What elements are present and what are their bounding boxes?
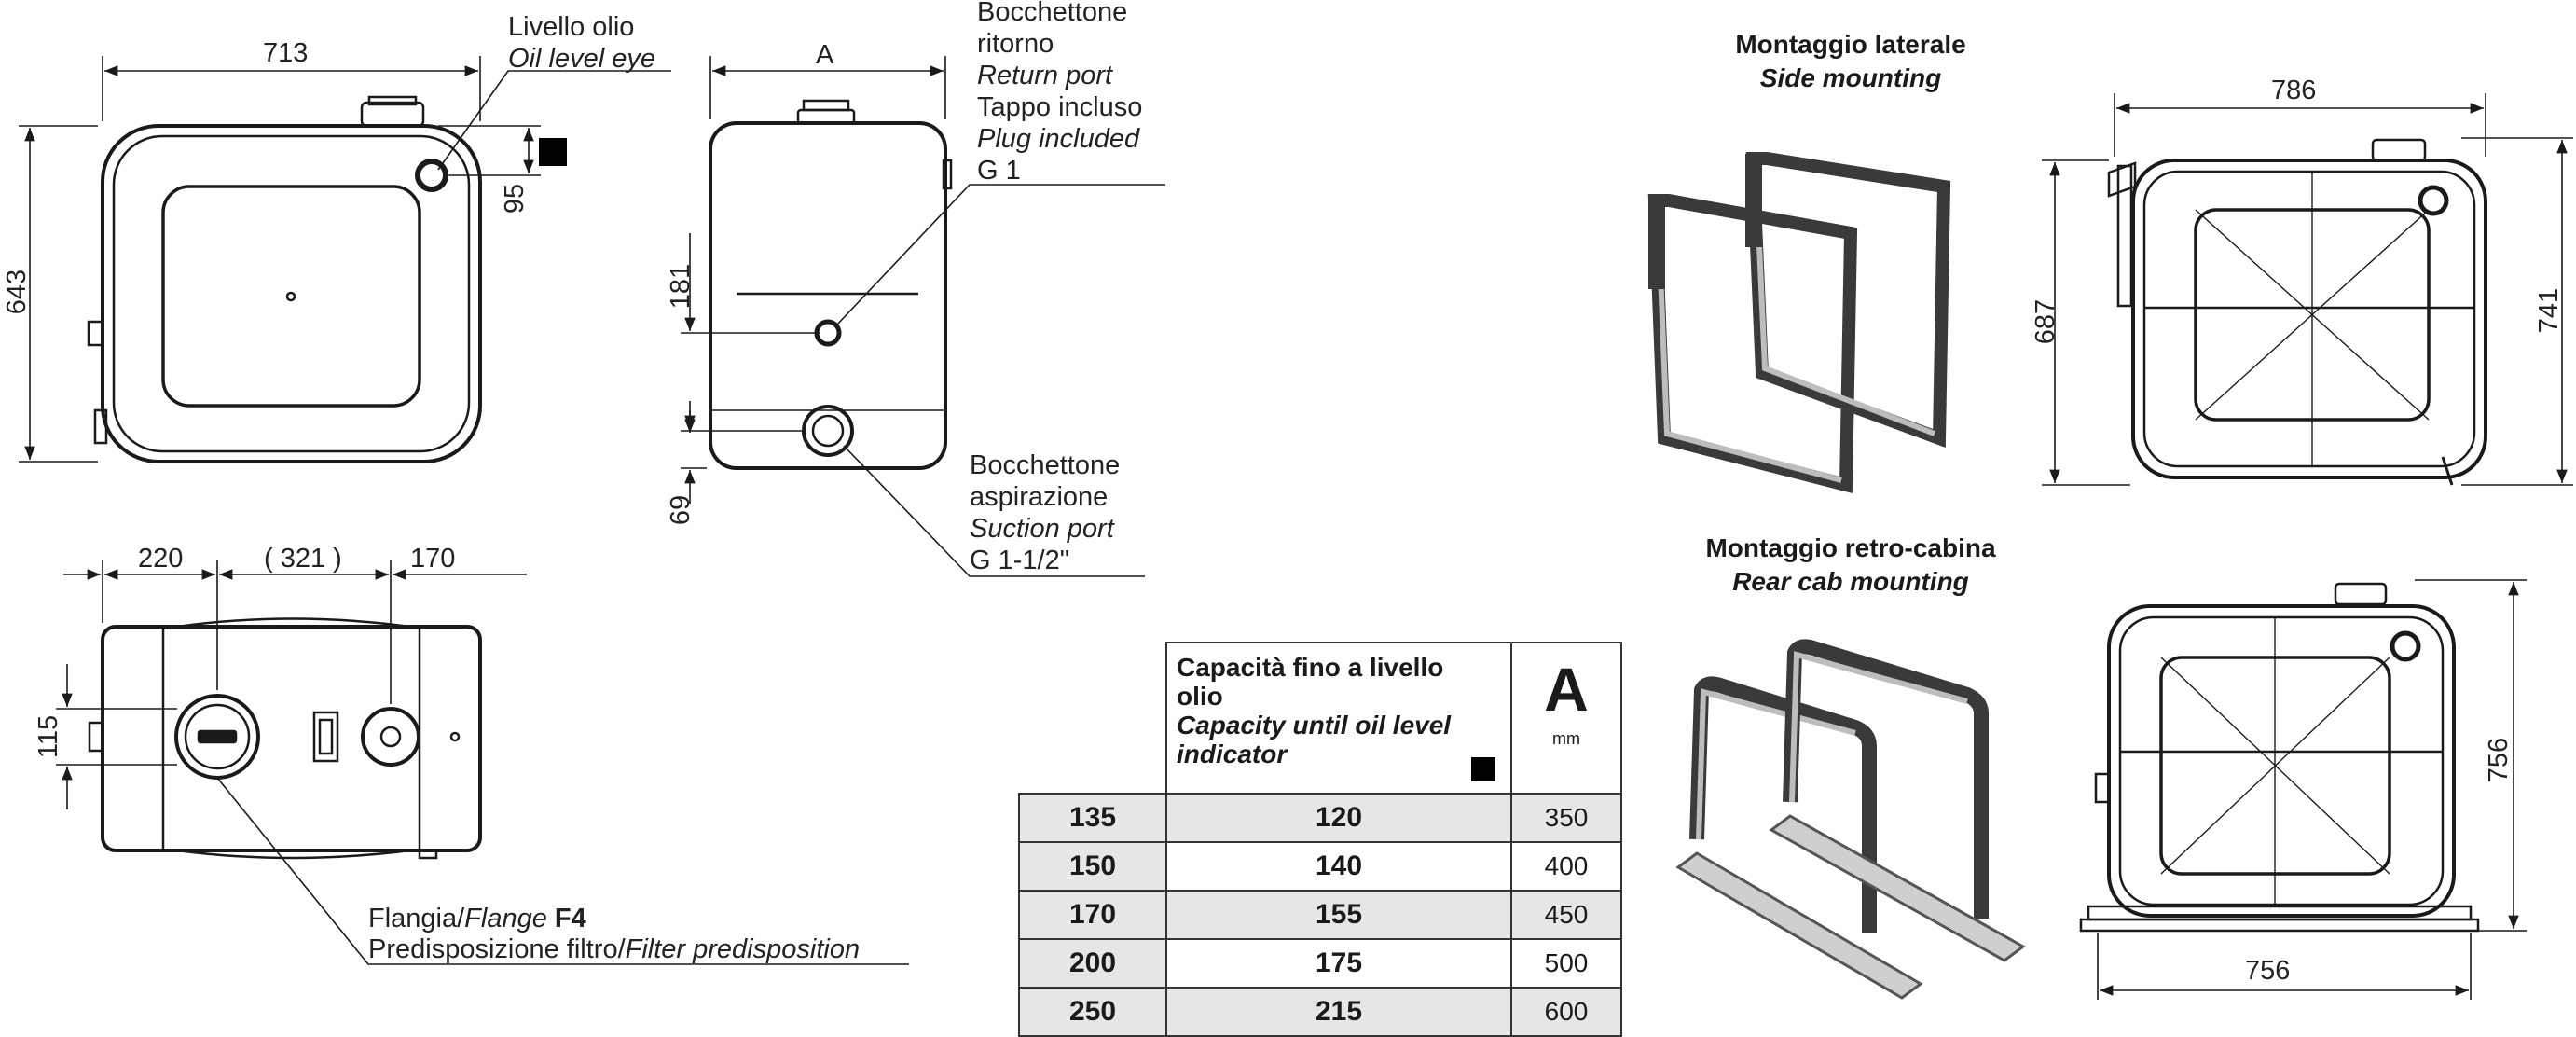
dim-786: 786 — [2271, 76, 2317, 105]
table-header-capacity-en: Capacity until oil level indicator — [1177, 711, 1452, 768]
table-cell-a: 600 — [1510, 987, 1622, 1037]
table-cell-model: 250 — [1018, 987, 1167, 1037]
return-port-label-en: Return port — [977, 61, 1113, 90]
dim-643: 643 — [2, 269, 32, 315]
oil-level-label-it: Livello olio — [508, 12, 635, 42]
dim-95: 95 — [500, 183, 530, 214]
suction-port-label-it-2: aspirazione — [970, 482, 1109, 512]
table-header-unit: mm — [1552, 729, 1580, 748]
rear-cab-brackets — [1675, 639, 2026, 1000]
dim-220: 220 — [138, 544, 184, 574]
dim-741: 741 — [2534, 287, 2564, 334]
oil-level-label-en: Oil level eye — [508, 44, 655, 74]
table-row: 250 215 600 — [1018, 987, 1622, 1037]
side-mounting-tank-view — [2107, 138, 2487, 486]
table-cell-a: 350 — [1510, 793, 1622, 843]
suction-port-size: G 1-1/2" — [970, 546, 1070, 575]
table-header-a-letter: A — [1544, 655, 1589, 724]
suction-port-label-en: Suction port — [970, 514, 1114, 544]
dim-115: 115 — [34, 714, 63, 759]
return-port-size: G 1 — [977, 156, 1021, 186]
table-header-capacity-it: Capacità fino a livello olio — [1177, 653, 1444, 711]
front-view-tank — [87, 95, 482, 463]
flange-label-it: Flangia/ — [368, 904, 465, 933]
capacity-marker — [1471, 757, 1495, 781]
return-port-label-it-1: Bocchettone — [977, 0, 1128, 27]
table-cell-model: 135 — [1018, 793, 1167, 843]
dim-756-horizontal: 756 — [2245, 956, 2291, 986]
dim-a: A — [816, 40, 834, 70]
side-mounting-brackets — [1647, 152, 1951, 493]
table-row: 135 120 350 — [1018, 793, 1622, 843]
rear-cab-tank-view — [2079, 582, 2480, 933]
return-port-label-it-2: ritorno — [977, 29, 1054, 59]
table-header-row: Capacità fino a livello olio Capacity un… — [1019, 642, 1622, 795]
dim-69: 69 — [666, 494, 696, 526]
table-cell-model: 150 — [1018, 841, 1167, 892]
filter-label: Predisposizione filtro/Filter predisposi… — [368, 933, 860, 965]
dim-321: ( 321 ) — [264, 544, 342, 574]
side-view-tank — [709, 99, 953, 470]
oil-level-marker — [539, 138, 567, 166]
table-header-a: A mm — [1510, 642, 1622, 795]
table-header-empty — [1019, 643, 1166, 794]
plug-label-it: Tappo incluso — [977, 92, 1143, 122]
rear-mounting-title-en: Rear cab mounting — [1732, 567, 1969, 596]
dim-756-vertical: 756 — [2484, 737, 2514, 783]
table-cell-a: 450 — [1510, 890, 1622, 940]
filter-label-it: Predisposizione filtro/ — [368, 934, 626, 964]
flange-label: Flangia/Flange F4 — [368, 903, 586, 934]
dim-181: 181 — [666, 263, 696, 310]
table-cell-capacity: 140 — [1165, 841, 1512, 892]
dim-170: 170 — [410, 544, 456, 574]
dim-713: 713 — [263, 38, 309, 68]
table-row: 200 175 500 — [1018, 938, 1622, 989]
table-cell-capacity: 120 — [1165, 793, 1512, 843]
side-mounting-title-en: Side mounting — [1759, 63, 1942, 92]
table-cell-capacity: 215 — [1165, 987, 1512, 1037]
table-cell-model: 200 — [1018, 938, 1167, 989]
suction-port-label-it-1: Bocchettone — [970, 450, 1121, 480]
table-row: 170 155 450 — [1018, 890, 1622, 940]
table-cell-a: 400 — [1510, 841, 1622, 892]
table-row: 150 140 400 — [1018, 841, 1622, 892]
table-cell-capacity: 175 — [1165, 938, 1512, 989]
dim-687: 687 — [2031, 298, 2060, 345]
table-cell-model: 170 — [1018, 890, 1167, 940]
side-mounting-title-it: Montaggio laterale — [1735, 30, 1966, 59]
flange-code: F4 — [554, 904, 586, 933]
table-cell-capacity: 155 — [1165, 890, 1512, 940]
capacity-table: Capacità fino a livello olio Capacity un… — [1018, 642, 1622, 1037]
rear-mounting-title-it: Montaggio retro-cabina — [1705, 533, 1996, 562]
top-view-tank — [88, 617, 482, 860]
table-cell-a: 500 — [1510, 938, 1622, 989]
filter-label-en: Filter predisposition — [625, 934, 861, 964]
table-header-capacity: Capacità fino a livello olio Capacity un… — [1165, 642, 1512, 795]
flange-label-en: Flange — [464, 904, 547, 933]
plug-label-en: Plug included — [977, 124, 1140, 154]
